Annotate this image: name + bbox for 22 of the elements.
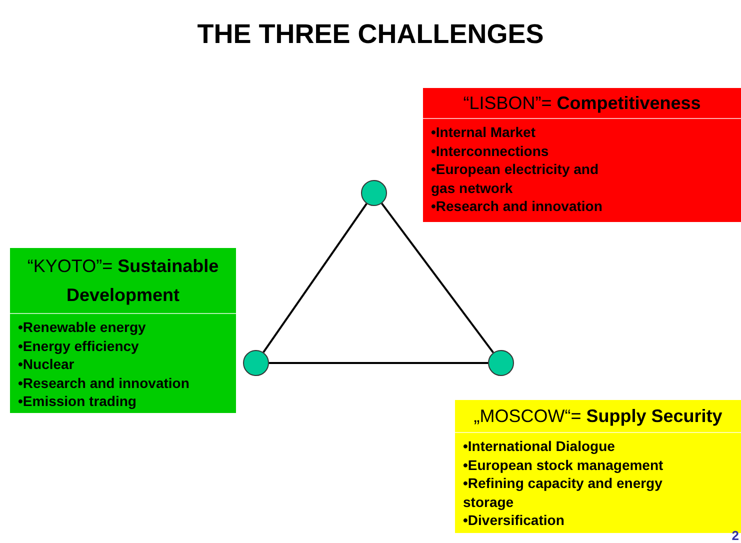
bullet-item: •Diversification — [463, 511, 566, 530]
title: THE THREE CHALLENGES — [196, 18, 545, 51]
connector-line — [380, 202, 494, 354]
challenge-box — [10, 248, 236, 413]
challenge-box — [423, 88, 741, 222]
bullet-item: •Research and innovation — [18, 374, 190, 392]
bullet-item: •Research and innovation — [431, 197, 604, 216]
bullet-item: •European stock management — [463, 456, 664, 474]
bullet-item: •Internal Market — [431, 123, 536, 142]
box-heading: “LISBON”= Competitiveness — [463, 92, 701, 115]
bullet-item: •Interconnections — [431, 142, 550, 160]
bullet-item: •Nuclear — [18, 355, 76, 374]
bullet-item: •Renewable energy — [18, 318, 147, 336]
bullet-item: •Refining capacity and energy storage — [463, 474, 664, 511]
connector-line — [269, 362, 488, 364]
bullet-item: •International Dialogue — [463, 437, 616, 456]
connector-line — [262, 203, 368, 353]
bullet-item: •Energy efficiency — [18, 336, 140, 355]
bullet-item: •European electricity and gas network — [431, 160, 600, 197]
bullet-item: •Emission trading — [18, 392, 138, 410]
box-heading: “KYOTO”= Sustainable Development — [26, 254, 220, 307]
box-heading: „MOSCOW“= Supply Security — [474, 404, 722, 428]
